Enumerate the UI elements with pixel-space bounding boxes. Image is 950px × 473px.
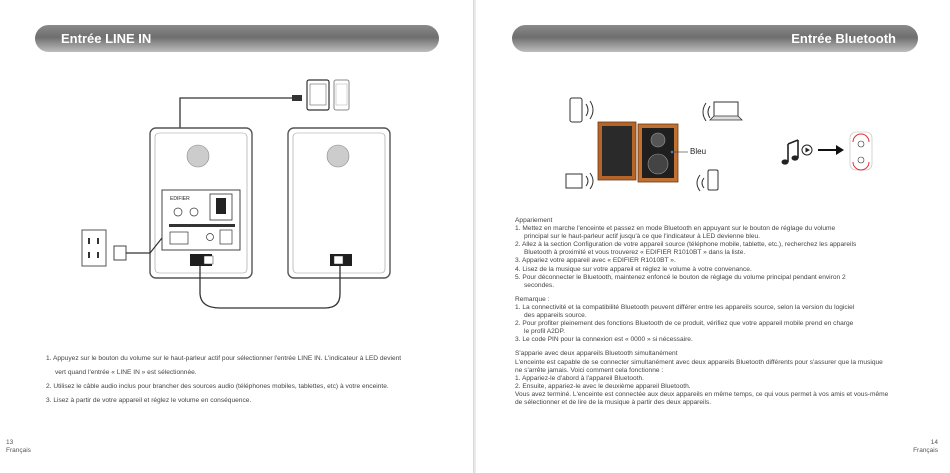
pairing-line: principal sur le haut-parleur actif jusq… [524, 233, 761, 241]
dual-section: S'apparie avec deux appareils Bluetooth … [515, 350, 935, 407]
arrow-icon [818, 145, 844, 155]
pairing-line: 2. Allez à la section Configuration de v… [515, 241, 857, 249]
line-in-banner: Entrée LINE IN [35, 25, 439, 52]
dual-line: L'enceinte est capable de se connecter s… [515, 358, 883, 366]
pairing-line: 3. Appariez votre appareil avec « EDIFIE… [515, 257, 676, 265]
dual-line: 1. Appariez-le d'abord à l'appareil Blue… [515, 374, 644, 382]
music-note-icon [781, 139, 813, 165]
phone-bottom-icon [696, 169, 719, 192]
dual-line: ne s'arrête jamais. Voici comment cela f… [515, 366, 664, 374]
phone-bluetooth-icon [569, 97, 594, 123]
right-speaker [287, 127, 391, 279]
remark-line: des appareils source. [524, 312, 587, 320]
page-number-right: 14 Français [913, 439, 938, 455]
remark-title: Remarque : [515, 295, 550, 303]
panel-brand: EDIFIER [170, 196, 190, 202]
line-in-title: Entrée LINE IN [61, 31, 152, 46]
bluetooth-title: Entrée Bluetooth [791, 31, 896, 46]
pairing-line: 1. Mettez en marche l'enceinte et passez… [515, 225, 836, 233]
remark-line: 3. Le code PIN pour la connexion est « 0… [515, 336, 693, 344]
dual-title: S'apparie avec deux appareils Bluetooth … [515, 350, 678, 358]
pairing-line: 5. Pour déconnecter le Bluetooth, mainte… [515, 273, 846, 281]
bluetooth-instructions: Appariement 1. Mettez en marche l'encein… [515, 217, 935, 413]
dual-line: Vous avez terminé. L'enceinte est connec… [515, 390, 889, 398]
phone-icon [333, 79, 350, 111]
dual-line: de sélectionner et de lire de la musique… [515, 398, 712, 406]
pairing-line: secondes. [524, 281, 555, 289]
wall-outlet-icon [81, 229, 107, 267]
page-number-13: 13 [6, 439, 14, 446]
right-page: Entrée Bluetooth [476, 0, 950, 473]
book-gutter [473, 0, 477, 473]
pairing-line: 4. Lisez de la musique sur votre apparei… [515, 265, 752, 273]
power-plug-icon [113, 237, 163, 261]
step-3: 3. Lisez à partir de votre appareil et r… [46, 397, 252, 404]
page-number-14: 14 [930, 439, 938, 446]
remark-line: 1. La connectivité et la compatibilité B… [515, 303, 855, 311]
step-1: 1. Appuyez sur le bouton du volume sur l… [46, 355, 402, 362]
pairing-title: Appariement [515, 217, 553, 224]
bluetooth-diagram: Bleu [565, 97, 873, 192]
step-1-cont: vert quand l'entrée « LINE IN » est séle… [55, 369, 197, 376]
line-in-steps: 1. Appuyez sur le bouton du volume sur l… [46, 352, 456, 408]
pairing-line: Bluetooth à proximité et vous trouverez … [524, 249, 746, 257]
remark-line: le profil A2DP. [524, 328, 565, 336]
language-right: Français [913, 447, 938, 454]
language-left: Français [6, 447, 31, 454]
tablet-icon [306, 79, 330, 111]
speaker-cable [199, 266, 341, 309]
volume-knob-icon [849, 131, 873, 171]
bleu-label: Bleu [690, 147, 706, 156]
tablet-bluetooth-icon [565, 172, 594, 190]
page-number-left: 13 Français [6, 439, 31, 455]
laptop-icon [702, 101, 743, 122]
pairing-section: Appariement 1. Mettez en marche l'encein… [515, 217, 935, 290]
left-page: Entrée LINE IN EDIFIER [0, 0, 474, 473]
line-in-diagram: EDIFIER [81, 79, 391, 309]
dual-line: 2. Ensuite, appariez-le avec le deuxième… [515, 382, 691, 390]
speaker-pair [597, 121, 688, 183]
bluetooth-banner: Entrée Bluetooth [512, 25, 918, 52]
remark-line: 2. Pour profiter pleinement des fonction… [515, 320, 854, 328]
left-speaker: EDIFIER [149, 127, 253, 279]
step-2: 2. Utilisez le câble audio inclus pour b… [46, 383, 389, 390]
remark-section: Remarque : 1. La connectivité et la comp… [515, 296, 935, 345]
